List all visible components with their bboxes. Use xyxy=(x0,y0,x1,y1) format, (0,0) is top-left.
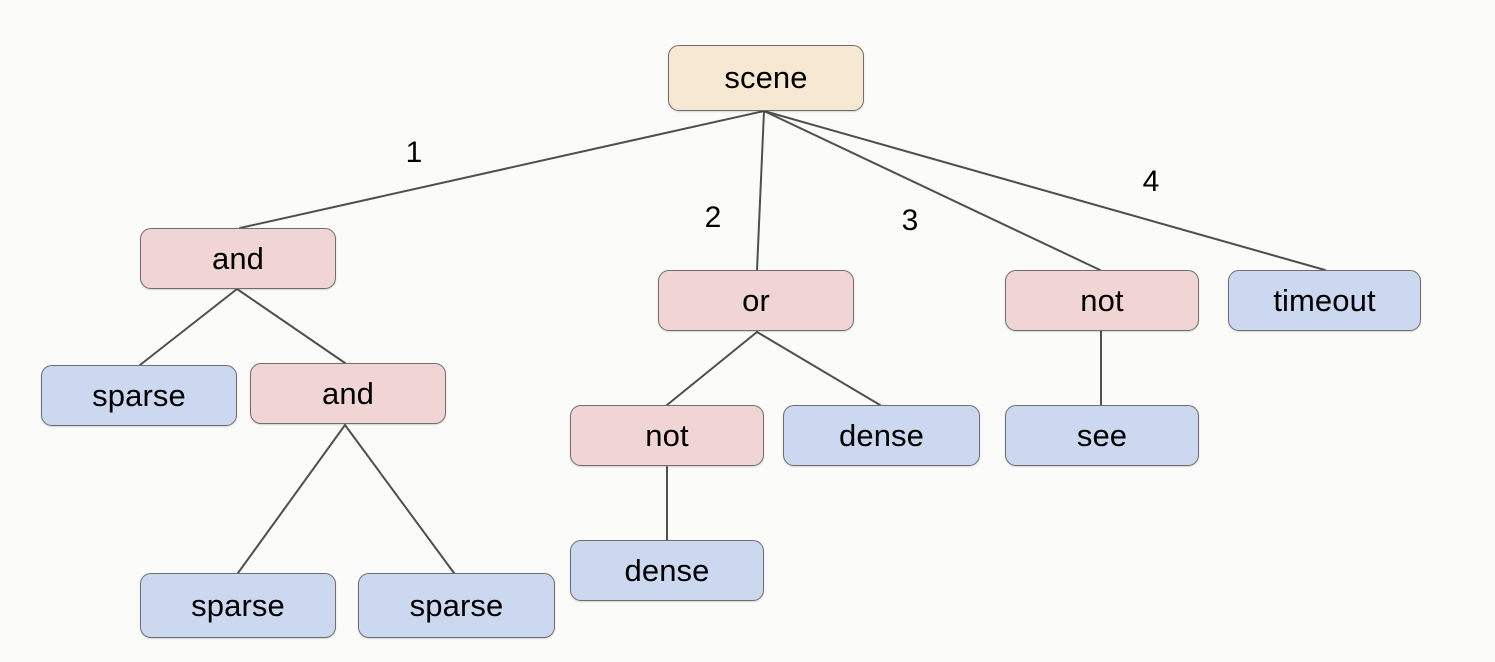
tree-node-label: or xyxy=(742,282,770,318)
tree-node-label: and xyxy=(321,375,375,411)
tree-node-label: scene xyxy=(724,60,808,95)
tree-node-label: not xyxy=(1080,282,1124,318)
tree-edge xyxy=(756,110,765,271)
tree-node-label: dense xyxy=(839,417,924,453)
tree-node-label: timeout xyxy=(1273,282,1376,318)
tree-edge xyxy=(756,331,881,406)
tree-node-label: sparse xyxy=(191,587,285,623)
tree-node-and2[interactable]: and xyxy=(250,363,446,424)
tree-edge xyxy=(139,288,238,366)
tree-node-label: and xyxy=(211,240,265,276)
tree-edge xyxy=(236,288,346,364)
edge-label: 2 xyxy=(704,201,722,234)
tree-node-timeout[interactable]: timeout xyxy=(1228,270,1421,331)
tree-node-not2[interactable]: not xyxy=(570,405,764,466)
tree-node-not1[interactable]: not xyxy=(1005,270,1199,331)
edge-label: 4 xyxy=(1142,165,1160,198)
tree-edge xyxy=(763,110,1101,271)
tree-node-sparse2[interactable]: sparse xyxy=(140,573,336,638)
tree-edge xyxy=(237,424,346,574)
tree-node-dense2[interactable]: dense xyxy=(570,540,764,601)
tree-node-see[interactable]: see xyxy=(1005,405,1199,466)
tree-node-scene[interactable]: scene xyxy=(668,45,864,111)
tree-node-label: see xyxy=(1076,417,1128,453)
tree-node-label: sparse xyxy=(92,377,186,413)
tree-edge xyxy=(344,424,455,574)
tree-node-label: dense xyxy=(624,552,710,588)
tree-node-sparse1[interactable]: sparse xyxy=(41,365,237,426)
tree-node-dense1[interactable]: dense xyxy=(783,405,980,466)
tree-node-and1[interactable]: and xyxy=(140,228,336,289)
tree-node-sparse3[interactable]: sparse xyxy=(358,573,555,638)
tree-edge xyxy=(763,110,1326,271)
tree-node-label: not xyxy=(645,417,689,453)
tree-edge xyxy=(666,331,758,406)
edge-label: 3 xyxy=(901,204,919,237)
tree-node-label: sparse xyxy=(409,587,504,623)
tree-edge xyxy=(239,110,765,229)
edge-label: 1 xyxy=(405,136,423,169)
tree-node-or1[interactable]: or xyxy=(658,270,854,331)
